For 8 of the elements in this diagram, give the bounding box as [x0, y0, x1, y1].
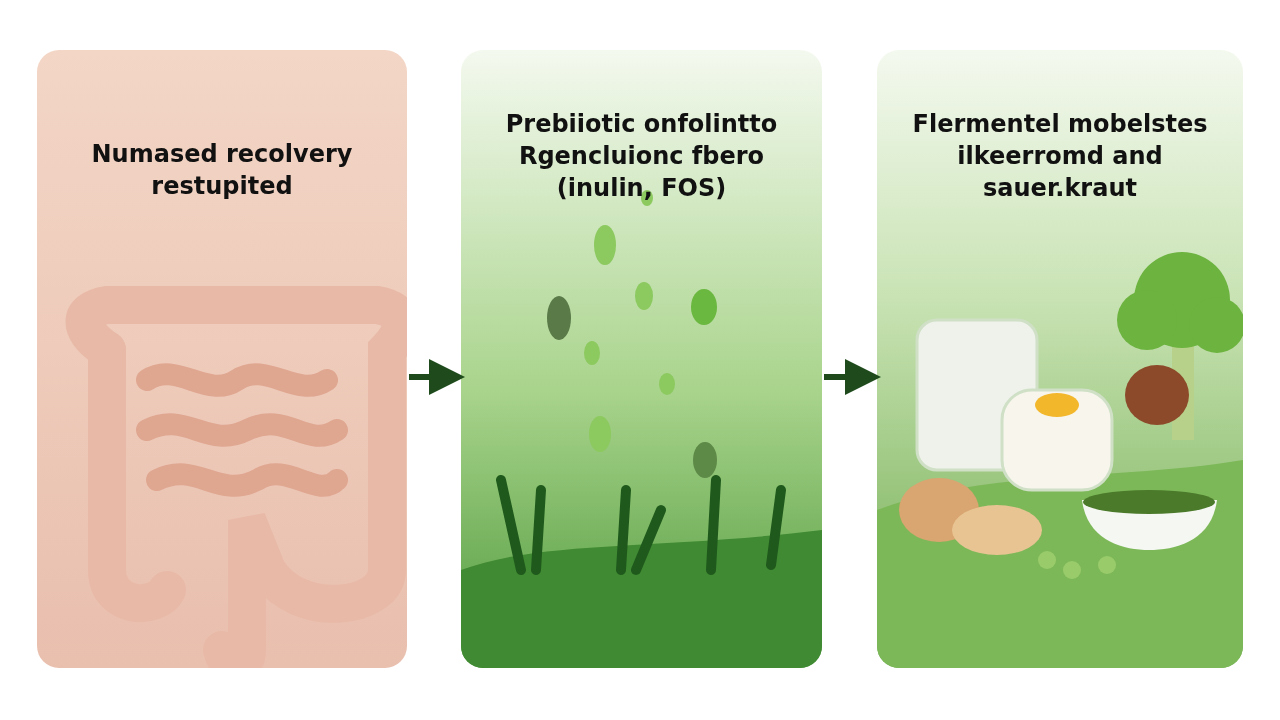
step-heading: Prebiiotic onfolintto Rgencluionc fbero (inulin, FOS)	[504, 109, 779, 204]
step-heading: Numased recolvery restupited	[90, 139, 354, 202]
step-panel	[37, 50, 407, 668]
step-panel	[877, 50, 1243, 668]
arrow	[824, 359, 881, 395]
step-heading: Flermentel mobelstes ilkeerromd and sauer.kraut	[911, 109, 1209, 204]
arrow	[409, 359, 465, 395]
step-panel	[461, 50, 822, 668]
